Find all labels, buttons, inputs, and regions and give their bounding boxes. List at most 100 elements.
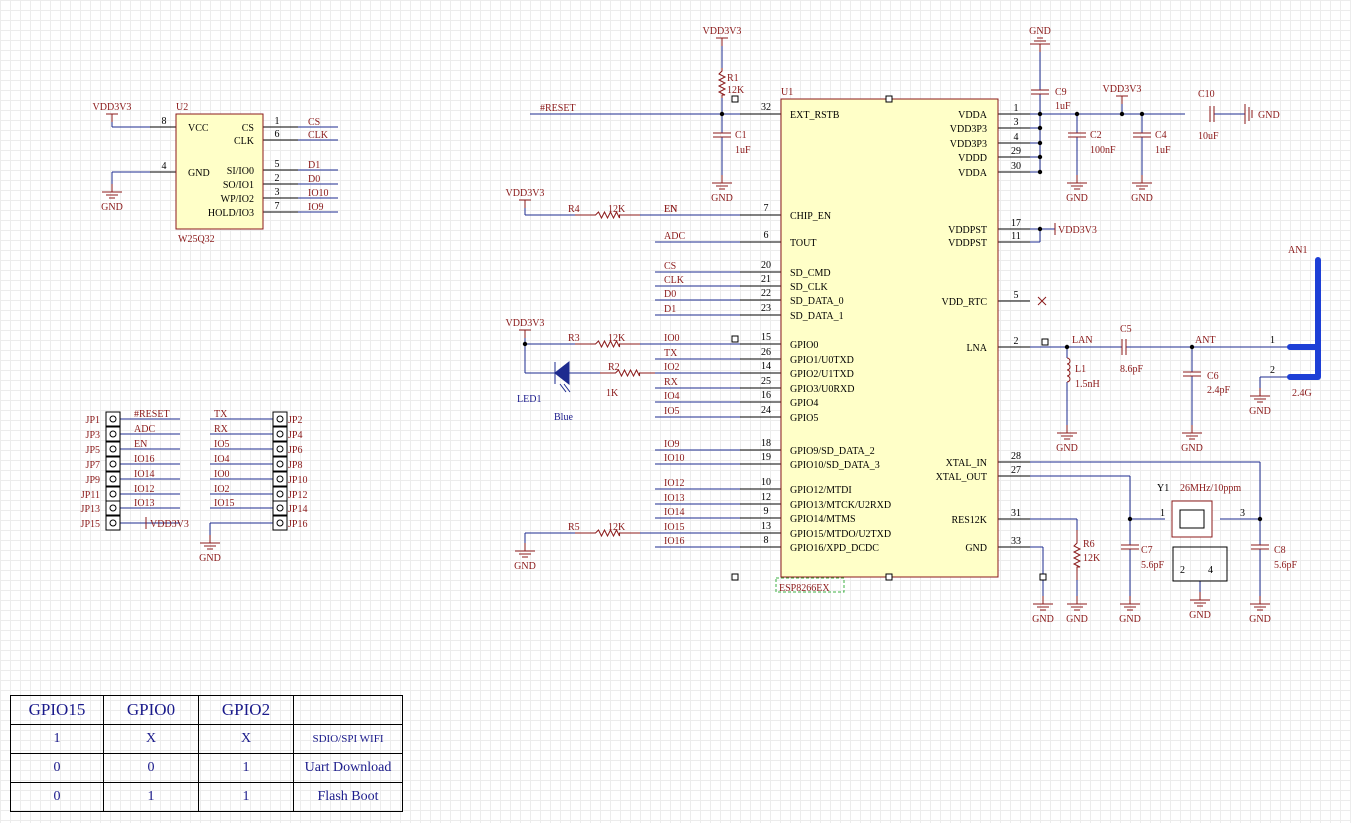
ground-symbol [1182,425,1202,440]
r1-ref: R1 [727,73,739,84]
header-ref: JP2 [288,415,302,426]
power-symbol [1116,95,1128,104]
header-ref: JP9 [86,475,100,486]
flash-net-label: IO10 [308,188,329,199]
header-pin [276,490,284,498]
junction-dot [1074,111,1080,117]
header-net-label: EN [134,439,147,450]
header-pin-box [272,471,288,487]
boot-table-cell: SDIO/SPI WIFI [293,724,403,754]
r3-value: 12K [608,333,626,344]
esp-pin-number: 19 [761,452,771,463]
junction-dot [1037,111,1043,117]
esp-pin-number: 10 [761,477,771,488]
c8-value: 5.6pF [1274,560,1298,571]
header-ref: JP15 [81,519,100,530]
led1-ref: LED1 [517,394,541,405]
power-symbol [519,329,531,338]
boot-table-header-cell [293,695,403,725]
junction-dot [719,111,725,117]
boot-table-cell: 0 [10,753,104,783]
header-pin [109,504,117,512]
ground-symbol [1250,388,1270,403]
ground-label: GND [514,561,536,572]
esp-pin-number: 8 [764,535,769,546]
junction-dot [1037,226,1043,232]
esp-pin-name: VDDA [958,168,988,179]
c8-ref: C8 [1274,545,1286,556]
esp-pin-number: 26 [761,347,771,358]
reset-net-label: #RESET [540,103,576,114]
header-pin [276,415,284,423]
junction-dot [1037,140,1043,146]
r4-ref: R4 [568,204,580,215]
flash-net-label: CS [308,117,320,128]
ground-label: GND [101,202,123,213]
ground-label: GND [1032,614,1054,625]
crystal-pin-number: 1 [1160,508,1165,519]
led-light-rays [559,383,571,393]
esp-pin-number: 2 [1014,336,1019,347]
no-connect-cross [1037,296,1047,306]
r3-ref: R3 [568,333,580,344]
esp-pin-number: 28 [1011,451,1021,462]
flash-pin-number: 3 [275,187,280,198]
esp-pin-name: XTAL_OUT [936,472,987,483]
flash-net-label: D1 [308,160,320,171]
header-ref: JP13 [81,504,100,515]
power-label: VDD3V3 [1058,225,1097,236]
header-pin-box [105,486,121,502]
lan-net-label: LAN [1072,335,1093,346]
capacitor-symbol [1183,371,1201,377]
r2-ref: R2 [608,362,620,373]
antenna-symbol [1287,257,1321,380]
ground-label: GND [1189,610,1211,621]
header-ref: JP6 [288,445,302,456]
antenna-ref: AN1 [1288,245,1307,256]
boot-table-cell: 1 [10,724,104,754]
header-pin-box [105,515,121,531]
esp-pin-name: CHIP_EN [790,211,831,222]
ground-symbol [515,543,535,558]
header-net-label: IO15 [214,498,235,509]
header-net-label: IO0 [214,469,230,480]
header-pin [109,490,117,498]
boot-table-cell: 1 [198,753,294,783]
junction-dot [1189,344,1195,350]
esp-net-label: IO4 [664,391,680,402]
ground-label: GND [1056,443,1078,454]
flash-pin-name: CS [242,123,254,134]
flash-pin-name: CLK [234,136,255,147]
flash-chip-ref: U2 [176,102,188,113]
header-pin [276,430,284,438]
ground-label: GND [1181,443,1203,454]
resistor-symbol [600,368,655,378]
no-connect-marker [731,335,739,343]
capacitor-symbol [1121,339,1127,355]
esp-pin-number: 12 [761,492,771,503]
header-pin-box [105,500,121,516]
flash-pin-name: HOLD/IO3 [208,208,254,219]
schematic-labels: U2W25Q328VCC4GND1CSCS6CLKCLK5SI/IO0D12SO… [81,26,1312,625]
ground-label: GND [1249,406,1271,417]
esp-pin-name: TOUT [790,238,816,249]
header-pin-box [272,441,288,457]
esp-pin-name: VDDD [958,153,987,164]
esp-pin-number: 9 [764,506,769,517]
esp-pin-number: 7 [764,203,769,214]
header-ref: JP1 [86,415,100,426]
c1-value: 1uF [735,145,751,156]
header-ref: JP4 [288,430,302,441]
flash-pin-number: 6 [275,129,280,140]
esp-pin-number: 3 [1014,117,1019,128]
esp-net-label: IO5 [664,406,680,417]
c1-ref: C1 [735,130,747,141]
crystal-pin-number: 4 [1208,565,1213,576]
boot-table-cell: X [103,724,199,754]
esp-pin-name: XTAL_IN [946,458,987,469]
capacitor-symbol [1121,544,1139,550]
no-connect-marker [885,95,893,103]
io2-net-label: IO2 [664,362,680,373]
esp-pin-number: 31 [1011,508,1021,519]
